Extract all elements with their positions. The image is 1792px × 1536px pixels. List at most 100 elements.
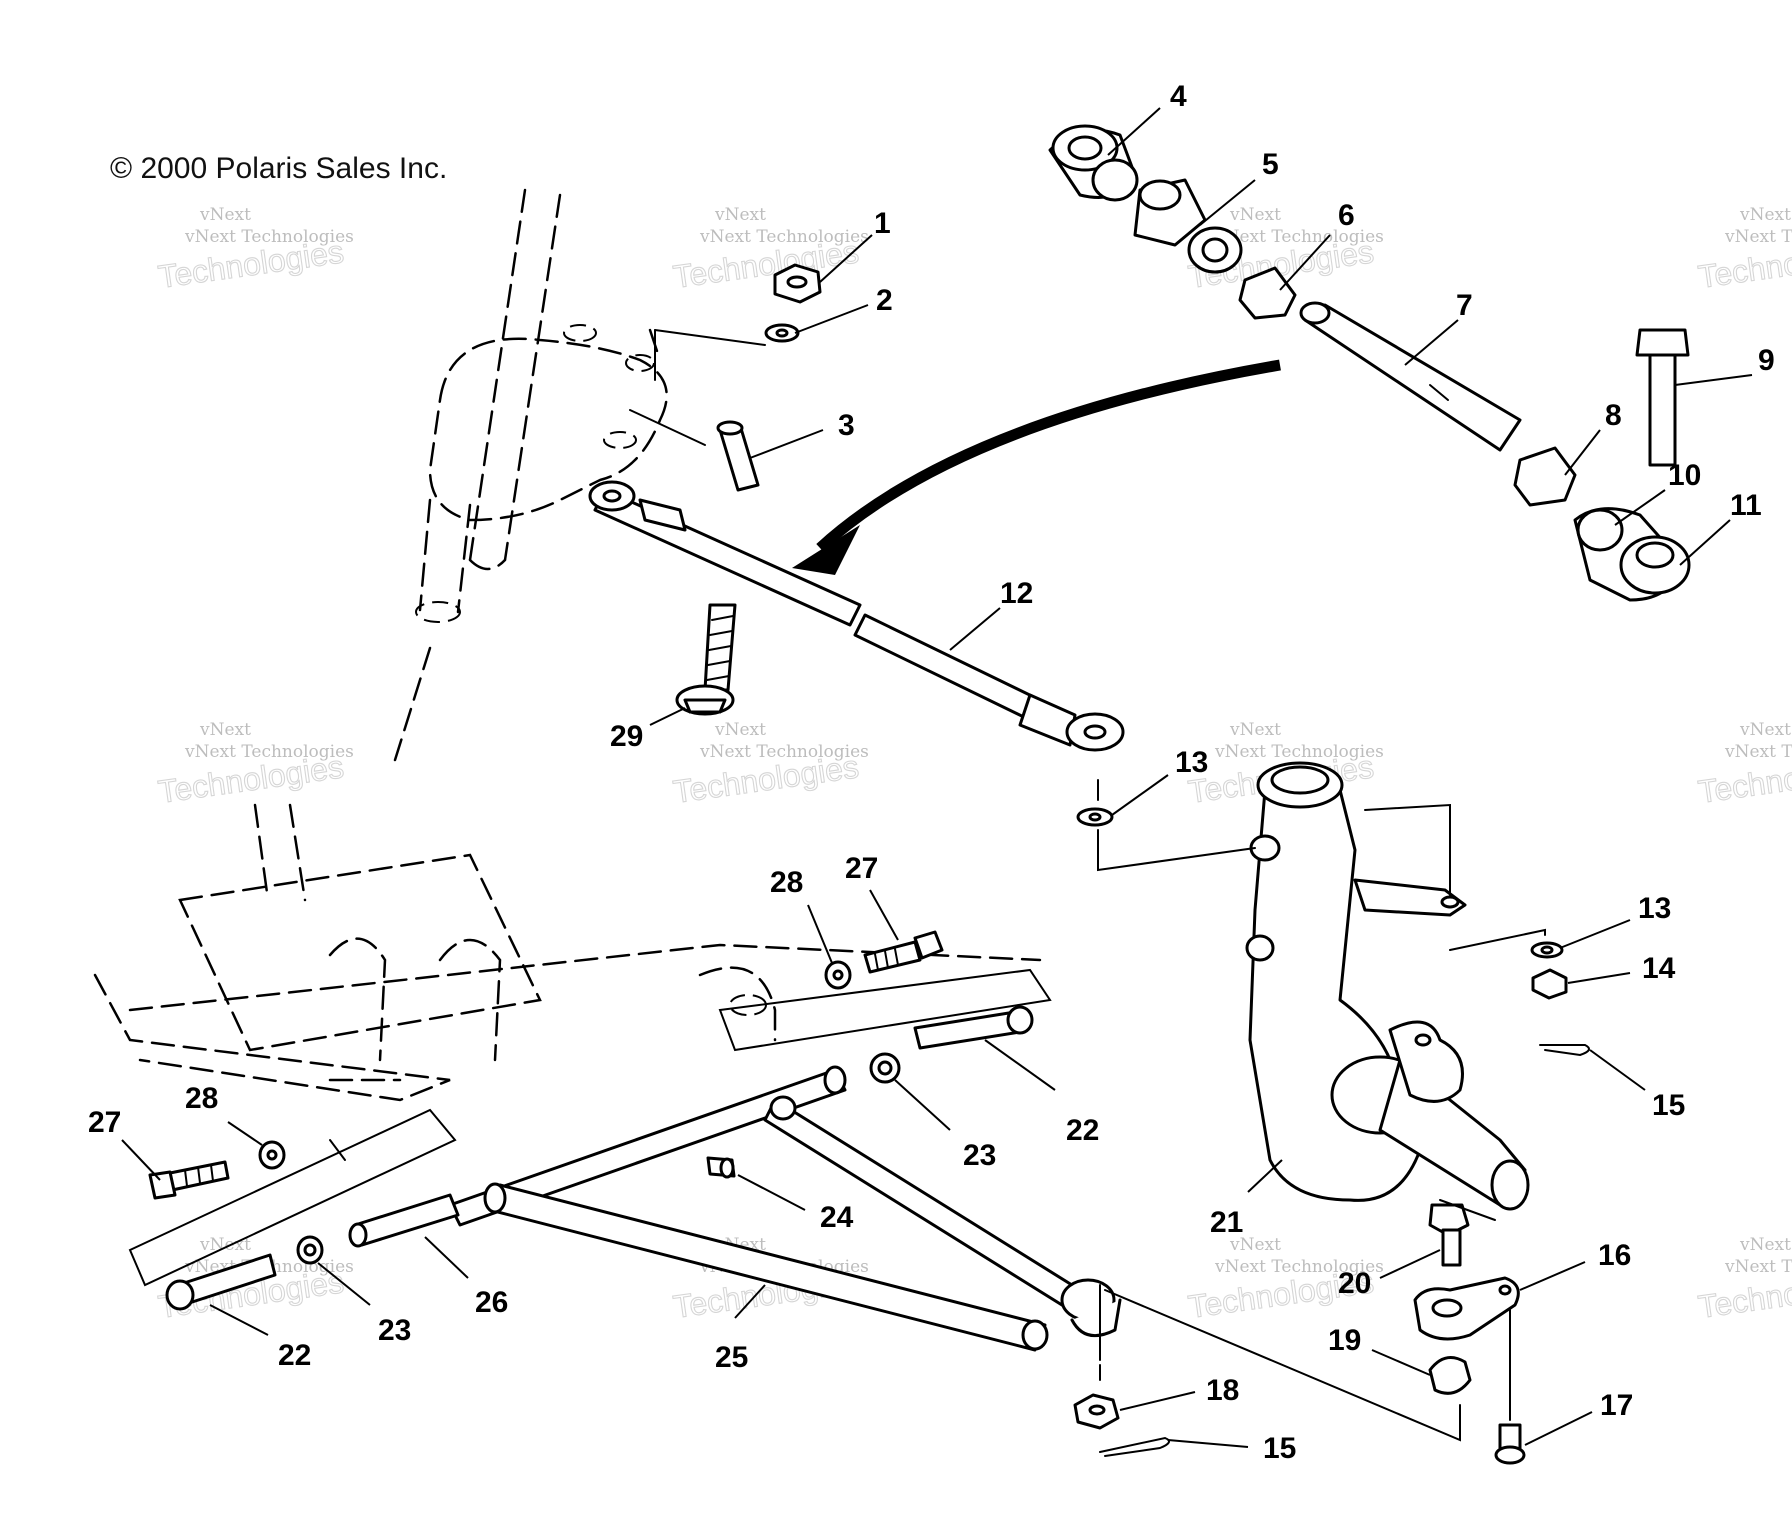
curved-arrow-icon	[792, 359, 1281, 575]
bolt-29	[675, 603, 737, 716]
callout-19: 19	[1328, 1324, 1361, 1357]
callout-28-left: 28	[185, 1082, 218, 1115]
watermark-line1: vNext	[1739, 1235, 1791, 1255]
callout-29: 29	[610, 720, 643, 753]
a-arm-25	[448, 1065, 1122, 1352]
callout-13-right: 13	[1638, 892, 1671, 925]
watermark-line2: vNext Technologies	[184, 742, 354, 762]
cotter-pin-15-right	[1539, 1044, 1590, 1057]
nut-18	[1073, 1393, 1120, 1430]
washer-13-right	[1530, 941, 1564, 959]
callout-11: 11	[1730, 489, 1762, 522]
callout-13-top: 13	[1175, 746, 1208, 779]
assembly-line	[629, 409, 706, 446]
washer-13-top	[1076, 779, 1114, 827]
watermark: vNext vNext Technologies Technologies	[670, 720, 869, 810]
ball-joint-19	[1428, 1356, 1472, 1395]
washer-28-right	[824, 960, 852, 990]
tube-7	[1299, 301, 1522, 452]
plate-16	[1413, 1276, 1520, 1341]
watermark-line1: vNext	[199, 720, 251, 740]
callout-23-right: 23	[963, 1139, 996, 1172]
washer-23-left	[296, 1235, 324, 1265]
watermark-line1: vNext	[1229, 720, 1281, 740]
callout-27-left: 27	[88, 1106, 121, 1139]
watermark: vNext vNext Technologies Technologies	[1695, 720, 1792, 810]
callout-23-left: 23	[378, 1314, 411, 1347]
callout-4: 4	[1170, 80, 1187, 113]
nut-6	[1238, 266, 1297, 320]
nut-8	[1513, 446, 1577, 507]
watermark-line1: vNext	[714, 205, 766, 225]
assembly-lines-lower	[329, 1139, 1461, 1442]
grease-fitting-24	[706, 1156, 736, 1179]
watermark-line1: vNext	[199, 205, 251, 225]
watermark-line2: vNext Technologies	[1724, 742, 1792, 762]
callout-8: 8	[1605, 399, 1622, 432]
callout-9: 9	[1758, 344, 1775, 377]
watermark: vNext vNext Technologies Technologies	[155, 720, 354, 810]
steering-post-phantom	[393, 188, 562, 762]
watermark: vNext vNext Technologies Technologies	[155, 205, 354, 295]
watermark-line2: vNext Technologies	[1214, 1257, 1384, 1277]
callout-21: 21	[1210, 1206, 1243, 1239]
spindle-assembly-lines	[1097, 803, 1546, 951]
spindle-21	[1245, 761, 1530, 1211]
watermark-line2: vNext Technologies	[1214, 742, 1384, 762]
bolt-9	[1635, 328, 1690, 467]
copyright-text: © 2000 Polaris Sales Inc.	[110, 152, 447, 185]
callout-12: 12	[1000, 577, 1033, 610]
watermark: vNext vNext Technologies Technologies	[1695, 1235, 1792, 1325]
watermark-line2: vNext Technologies	[184, 227, 354, 247]
callouts: 1 2 3 4 5 6 7 8 9 10 11 12 13 13 14 15 1…	[88, 80, 1775, 1465]
washer-28-left	[258, 1140, 286, 1170]
tie-rod-assembly	[588, 480, 1125, 752]
bolt-20	[1428, 1203, 1470, 1267]
watermark-line2: vNext Technologies	[699, 227, 869, 247]
watermark-line2: vNext Technologies	[1724, 227, 1792, 247]
callout-14: 14	[1642, 952, 1676, 985]
nut-14	[1531, 968, 1568, 1000]
callout-16: 16	[1598, 1239, 1631, 1272]
callout-5: 5	[1262, 148, 1279, 181]
watermark: vNext vNext Technologies Technologies	[1695, 205, 1792, 295]
cotter-pin-15-bottom	[1099, 1436, 1170, 1457]
bolt-27-right	[863, 930, 944, 974]
watermark-line1: vNext	[1229, 1235, 1281, 1255]
callout-26: 26	[475, 1286, 508, 1319]
callout-28-right: 28	[770, 866, 803, 899]
watermark-line1: vNext	[1739, 205, 1791, 225]
watermark-line1: vNext	[714, 720, 766, 740]
bushing-22-left	[165, 1253, 277, 1311]
callout-20: 20	[1338, 1267, 1371, 1300]
bolt-27-left	[148, 1160, 230, 1200]
callout-3: 3	[838, 409, 855, 442]
watermark-line2: vNext Technologies	[699, 742, 869, 762]
washer-23-right	[869, 1052, 901, 1084]
callout-7: 7	[1456, 289, 1473, 322]
callout-24: 24	[820, 1201, 854, 1234]
watermark-line1: vNext	[1229, 205, 1281, 225]
assembly-line	[654, 329, 766, 346]
spacer-3	[716, 420, 760, 492]
frame-mount-brackets	[128, 968, 1052, 1287]
rod-end-4	[1048, 124, 1139, 202]
assembly-line	[1439, 1199, 1496, 1221]
watermark-line2: vNext Technologies	[1724, 1257, 1792, 1277]
callout-22-right: 22	[1066, 1114, 1099, 1147]
callout-18: 18	[1206, 1374, 1239, 1407]
watermark-line1: vNext	[1739, 720, 1791, 740]
jam-nut-5	[1133, 178, 1243, 274]
watermark: vNext vNext Technologies Technologies	[670, 205, 869, 295]
bushing-22-right	[913, 1005, 1034, 1050]
watermark-line1: vNext	[199, 1235, 251, 1255]
callout-10: 10	[1668, 459, 1701, 492]
bushing-26	[348, 1193, 460, 1248]
callout-25: 25	[715, 1341, 748, 1374]
rod-end-10-11	[1573, 507, 1691, 602]
watermark-line2: vNext Technologies	[1214, 227, 1384, 247]
callout-27-right: 27	[845, 852, 878, 885]
callout-15-bottom: 15	[1263, 1432, 1296, 1465]
washer-2	[764, 323, 800, 343]
